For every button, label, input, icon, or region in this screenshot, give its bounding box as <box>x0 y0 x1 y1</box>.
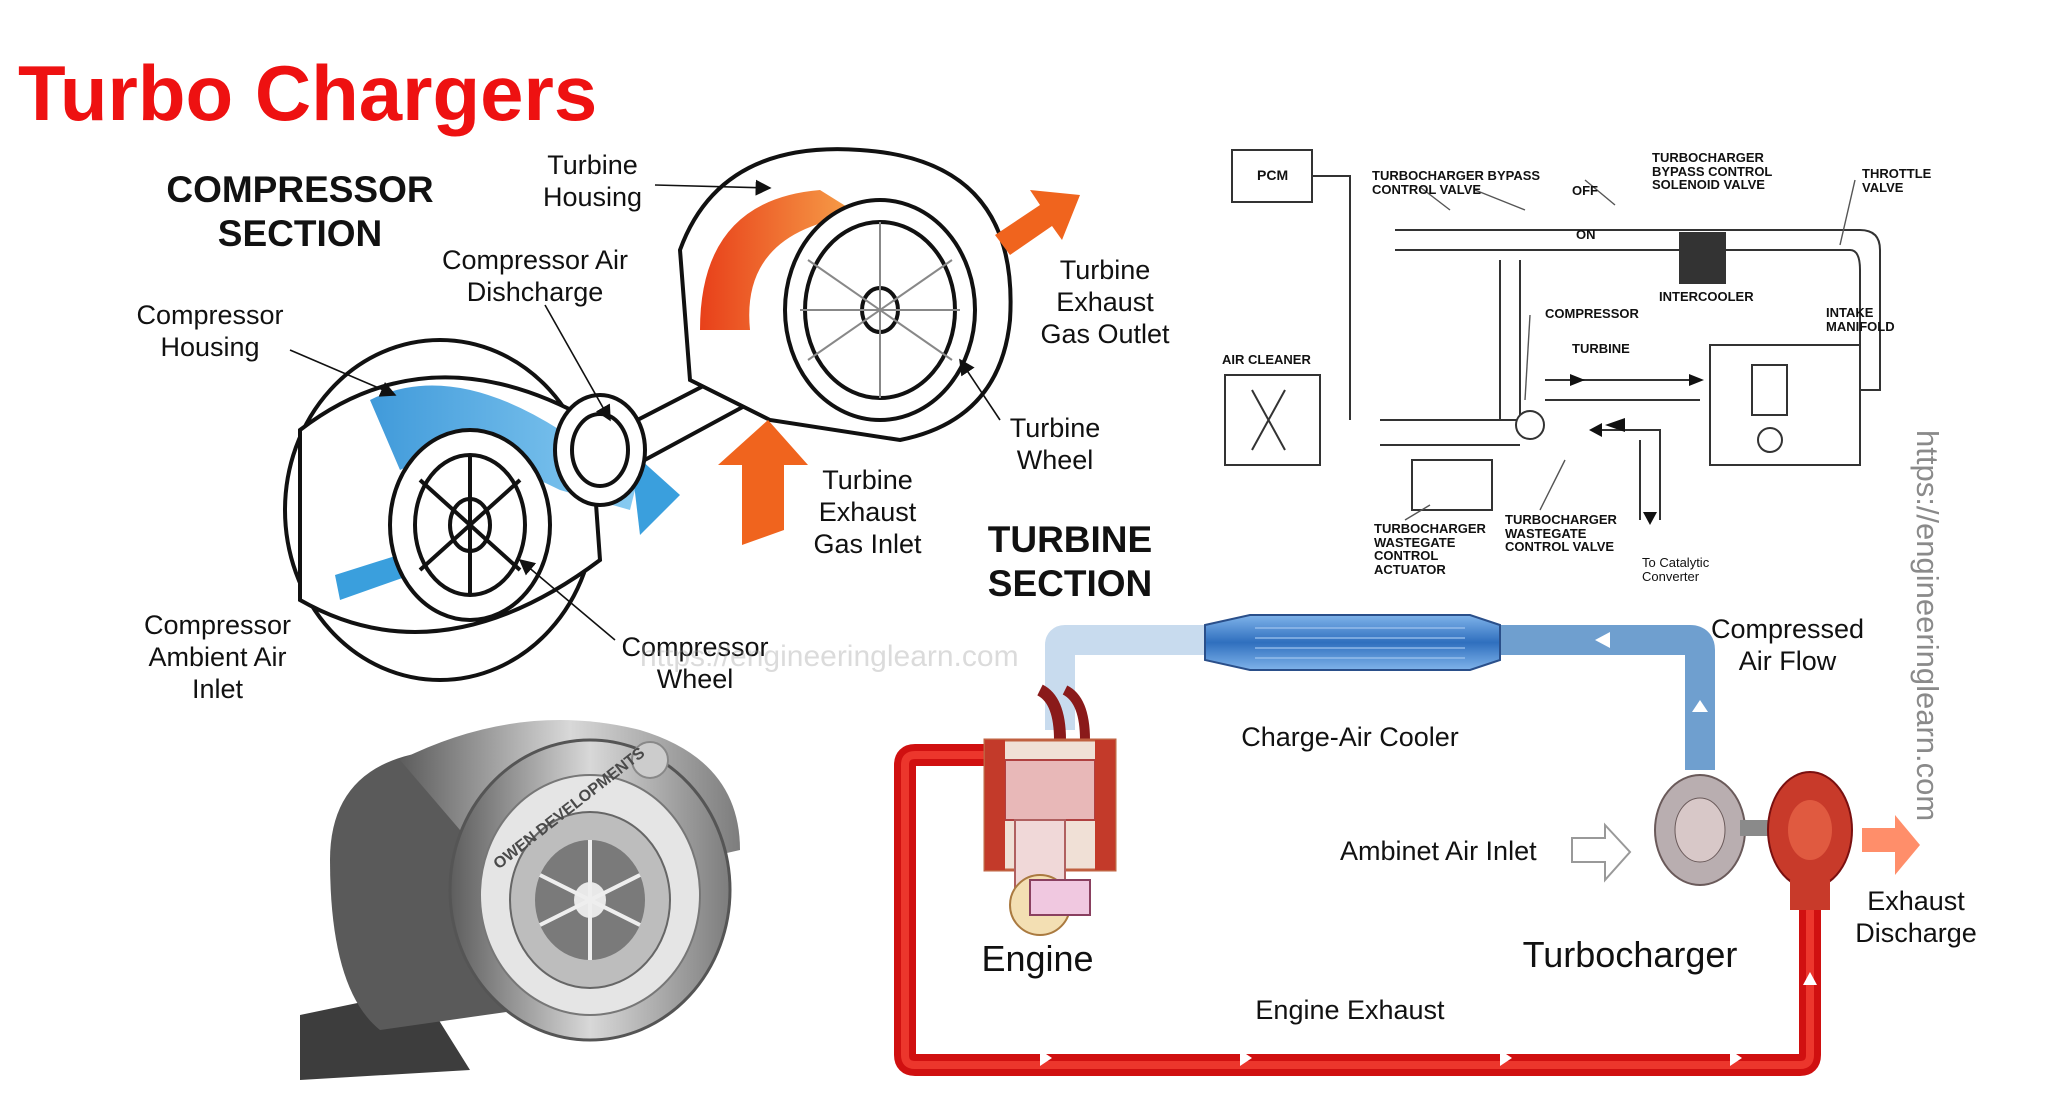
label-exhaust-discharge: Exhaust Discharge <box>1855 886 1977 948</box>
label-compressor-housing: Compressor Housing <box>136 300 284 362</box>
schematic-throttle-valve: THROTTLE VALVE <box>1862 166 1932 195</box>
engine-drawing <box>983 684 1117 936</box>
turbocharger-drawing <box>1571 771 1920 910</box>
schematic-turbine: TURBINE <box>1572 341 1630 356</box>
schematic-wastegate-valve: TURBOCHARGER WASTEGATE CONTROL VALVE <box>1505 512 1617 555</box>
label-engine-exhaust: Engine Exhaust <box>1255 995 1445 1025</box>
schematic-pcm: PCM <box>1257 167 1289 183</box>
schematic-wastegate-actuator: TURBOCHARGER WASTEGATE CONTROL ACTUATOR <box>1374 521 1486 577</box>
label-turbine-housing: Turbine Housing <box>542 150 643 212</box>
schematic-off: OFF <box>1572 183 1598 198</box>
label-turbocharger: Turbocharger <box>1522 934 1738 975</box>
schematic-to-catalytic-converter: To Catalytic Converter <box>1642 555 1710 584</box>
label-ambient-air-inlet: Ambinet Air Inlet <box>1340 836 1537 866</box>
schematic-intake-manifold: INTAKE MANIFOLD <box>1826 305 1895 334</box>
label-charge-air-cooler: Charge-Air Cooler <box>1241 722 1459 752</box>
label-turbine-exhaust-gas-outlet: Turbine Exhaust Gas Outlet <box>1040 255 1170 349</box>
page-title: Turbo Chargers <box>18 49 598 137</box>
label-engine: Engine <box>981 938 1094 979</box>
schematic-air-cleaner: AIR CLEANER <box>1222 352 1311 367</box>
turbo-product-photo <box>300 720 740 1080</box>
label-compressor-ambient-air-inlet: Compressor Ambient Air Inlet <box>143 610 292 704</box>
turbine-section-heading: TURBINE SECTION <box>987 519 1153 604</box>
compressor-section-heading: COMPRESSOR SECTION <box>166 169 434 254</box>
schematic-compressor: COMPRESSOR <box>1545 306 1639 321</box>
schematic-on: ON <box>1576 227 1596 242</box>
label-compressor-air-discharge: Compressor Air Dishcharge <box>441 245 629 307</box>
flow-loop <box>894 614 1920 1076</box>
bypass-schematic <box>1224 149 1881 525</box>
watermark-vertical: https://engineeringlearn.com <box>1910 430 1945 822</box>
label-turbine-wheel: Turbine Wheel <box>1009 413 1101 475</box>
schematic-bypass-control-valve: TURBOCHARGER BYPASS CONTROL VALVE <box>1372 168 1541 197</box>
label-compressed-air-flow: Compressed Air Flow <box>1710 614 1865 676</box>
schematic-bypass-solenoid-valve: TURBOCHARGER BYPASS CONTROL SOLENOID VAL… <box>1652 150 1773 193</box>
cutaway-turbo <box>283 147 1080 682</box>
schematic-intercooler: INTERCOOLER <box>1659 289 1754 304</box>
watermark-horizontal: https://engineeringlearn.com <box>640 640 1019 673</box>
label-compressor-wheel: Compressor Wheel <box>621 632 769 694</box>
label-turbine-exhaust-gas-inlet: Turbine Exhaust Gas Inlet <box>813 465 922 559</box>
